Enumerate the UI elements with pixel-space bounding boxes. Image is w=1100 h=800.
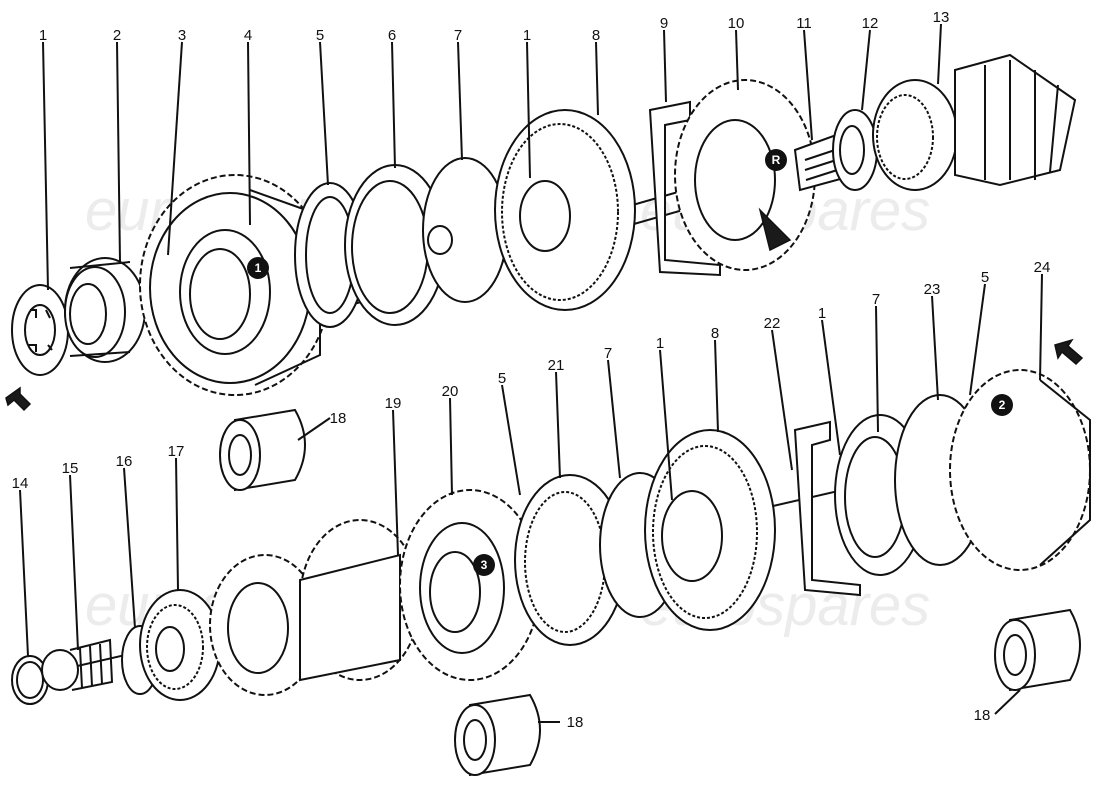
part-8-sleeve-bottom bbox=[644, 429, 776, 631]
top-shaft-assembly: 1 R bbox=[5, 53, 1077, 412]
callout-bottom-12: 22 bbox=[764, 315, 781, 332]
callout-bottom-3: 17 bbox=[168, 443, 185, 460]
bottom-shaft-assembly: 3 2 bbox=[11, 338, 1091, 777]
callout-top-0: 1 bbox=[39, 27, 47, 44]
part-8-sleeve bbox=[494, 109, 636, 311]
part-21-synchro-hub bbox=[514, 474, 626, 646]
arrow-up-left-icon bbox=[1054, 338, 1084, 366]
callouts-bottom: 14 15 16 17 18 19 20 5 21 7 1 8 22 1 7 2… bbox=[12, 259, 1051, 731]
part-22-fork bbox=[793, 420, 861, 597]
callout-bottom-7: 5 bbox=[498, 370, 506, 387]
part-1-splined-washer bbox=[11, 284, 69, 376]
callout-bottom-18: 18 bbox=[567, 714, 584, 731]
callout-bottom-13: 1 bbox=[818, 305, 826, 322]
callout-bottom-0: 14 bbox=[12, 475, 29, 492]
part-12-spacer bbox=[832, 109, 878, 191]
part-9-fork bbox=[648, 100, 721, 277]
callout-bottom-6: 20 bbox=[442, 383, 459, 400]
badge-1-circle bbox=[247, 257, 269, 279]
badge-2: 2 bbox=[999, 398, 1006, 412]
callout-bottom-8: 21 bbox=[548, 357, 565, 374]
callout-bottom-5: 19 bbox=[385, 395, 402, 412]
callout-top-8: 8 bbox=[592, 27, 600, 44]
callout-top-1: 2 bbox=[113, 27, 121, 44]
callout-bottom-16: 5 bbox=[981, 269, 989, 286]
callout-top-11: 11 bbox=[796, 15, 812, 32]
callout-bottom-9: 7 bbox=[604, 345, 612, 362]
part-18-sleeve-bottom bbox=[454, 693, 541, 777]
callout-top-12: 12 bbox=[862, 15, 879, 32]
callout-top-9: 9 bbox=[660, 15, 668, 32]
callout-top-3: 4 bbox=[244, 27, 252, 44]
part-4-large-gear bbox=[139, 174, 331, 396]
badge-2-circle bbox=[991, 394, 1013, 416]
badge-3-circle bbox=[473, 554, 495, 576]
part-18-sleeve-top bbox=[219, 408, 306, 492]
callout-bottom-19: 18 bbox=[974, 707, 991, 724]
badge-1: 1 bbox=[255, 261, 262, 275]
callout-top-4: 5 bbox=[316, 27, 324, 44]
badge-r: R bbox=[772, 153, 781, 167]
callout-bottom-15: 23 bbox=[924, 281, 941, 298]
part-19-gear bbox=[299, 519, 421, 682]
callout-top-5: 6 bbox=[388, 27, 396, 44]
part-17-bearing bbox=[139, 589, 221, 701]
callout-top-2: 3 bbox=[178, 27, 186, 44]
callout-bottom-14: 7 bbox=[872, 291, 880, 308]
part-13-bearing-pinion bbox=[872, 53, 1077, 191]
callout-bottom-10: 1 bbox=[656, 335, 664, 352]
part-15-threaded-nut bbox=[41, 638, 114, 691]
callout-top-10: 10 bbox=[728, 15, 745, 32]
part-18-sleeve-right bbox=[994, 608, 1081, 692]
callout-bottom-1: 15 bbox=[62, 460, 79, 477]
part-24-gear-cluster bbox=[949, 369, 1091, 571]
part-2-bearing bbox=[64, 257, 146, 363]
callout-top-7: 1 bbox=[523, 27, 531, 44]
callout-bottom-2: 16 bbox=[116, 453, 133, 470]
badge-r-circle bbox=[765, 149, 787, 171]
callout-top-13: 13 bbox=[933, 9, 950, 26]
badge-3: 3 bbox=[481, 558, 488, 572]
callout-bottom-4: 18 bbox=[330, 410, 347, 427]
part-10-reverse-gear bbox=[674, 79, 816, 271]
callout-top-6: 7 bbox=[454, 27, 462, 44]
callouts-top: 1 2 3 4 5 6 7 1 8 9 10 11 12 13 bbox=[39, 9, 950, 291]
part-7-thrust-plate bbox=[422, 157, 508, 303]
callout-bottom-11: 8 bbox=[711, 325, 719, 342]
callout-bottom-17: 24 bbox=[1034, 259, 1051, 276]
arrow-up-left-icon bbox=[5, 386, 32, 412]
